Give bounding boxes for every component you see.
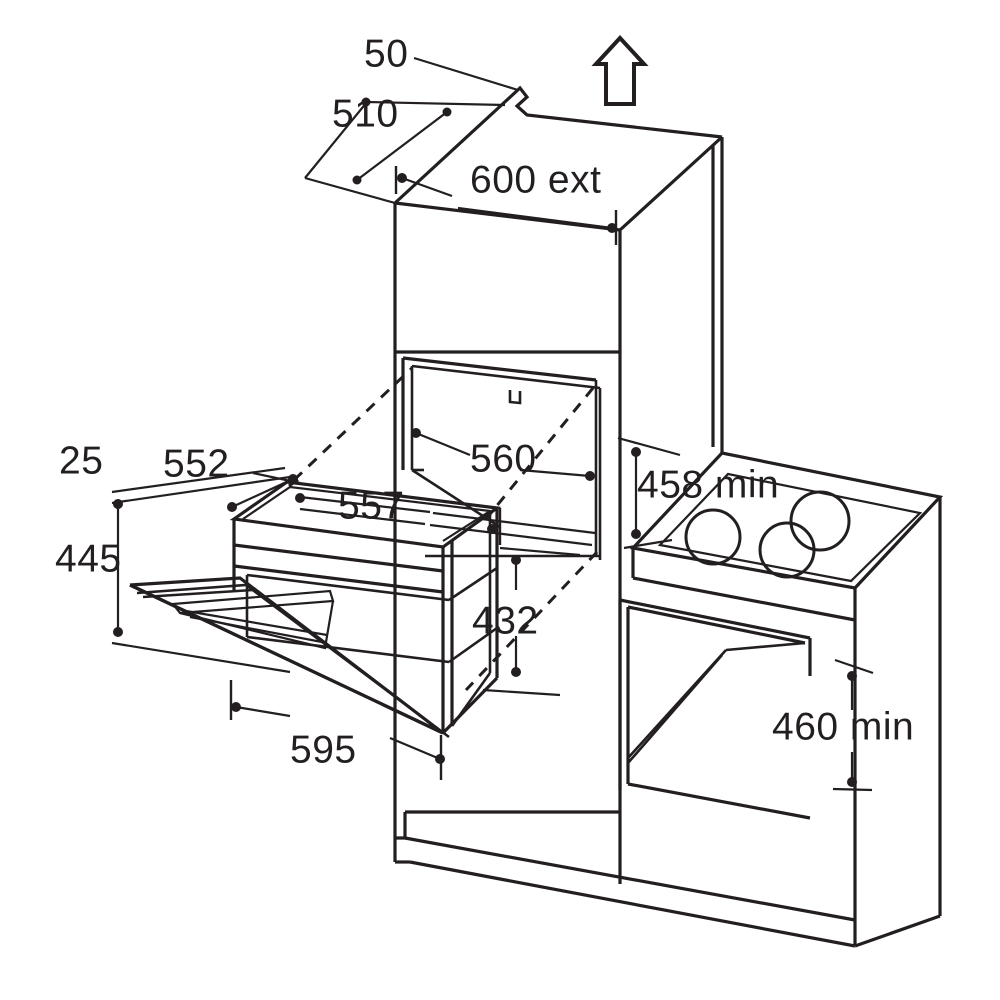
dimension-595: [229, 680, 445, 780]
oven-unit: [229, 480, 502, 735]
dim-label-557: 557: [338, 484, 405, 527]
oven-door-open: [129, 576, 450, 739]
dim-label-460min: 460 min: [772, 705, 914, 748]
dim-label-445: 445: [55, 537, 122, 580]
dim-label-50: 50: [364, 32, 408, 75]
dimension-432: [482, 546, 581, 697]
oven-niche-opening: [401, 356, 602, 560]
dim-label-560: 560: [470, 437, 537, 480]
dim-label-25: 25: [59, 439, 103, 482]
dimension-445: [111, 499, 291, 674]
dim-label-510: 510: [332, 92, 399, 135]
dimension-458-min: [617, 436, 681, 550]
dim-label-595: 595: [290, 728, 357, 771]
dim-label-600ext: 600 ext: [470, 158, 601, 201]
dimension-510: [304, 107, 452, 205]
dimension-560: [411, 428, 595, 481]
dimension-552: [227, 471, 301, 512]
dim-label-458min: 458 min: [637, 463, 779, 506]
dimension-557: [295, 493, 596, 547]
ventilation-arrow: [591, 35, 649, 106]
burner-rear-right: [789, 490, 851, 552]
dimension-25: [111, 466, 291, 505]
dimension-50: [304, 56, 519, 179]
tall-cabinet-lower: [393, 556, 856, 948]
dimension-600-ext: [397, 173, 618, 245]
burner-front-left: [684, 508, 742, 566]
dim-label-552: 552: [163, 442, 230, 485]
dimension-460-min: [832, 658, 874, 792]
dim-label-432: 432: [472, 599, 539, 642]
base-cabinet: [618, 451, 944, 948]
